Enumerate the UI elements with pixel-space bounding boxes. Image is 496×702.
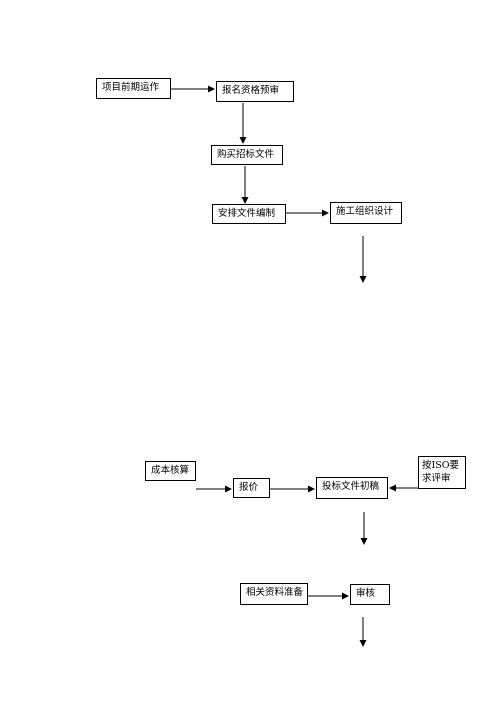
node-related-materials: 相关资料准备 bbox=[240, 583, 308, 605]
node-project-early-ops: 项目前期运作 bbox=[96, 78, 171, 99]
node-construction-org-design: 施工组织设计 bbox=[330, 202, 402, 224]
node-review: 审核 bbox=[350, 584, 390, 605]
node-iso-review: 按ISO要求评审 bbox=[418, 456, 466, 489]
node-cost-accounting: 成本核算 bbox=[145, 461, 196, 481]
node-quotation: 报价 bbox=[233, 478, 270, 498]
node-arrange-doc-prep: 安排文件编制 bbox=[212, 204, 286, 224]
node-bid-draft: 投标文件初稿 bbox=[316, 477, 388, 499]
node-registration-prequal: 报名资格预审 bbox=[216, 81, 294, 102]
node-buy-tender-docs: 购买招标文件 bbox=[211, 145, 283, 165]
